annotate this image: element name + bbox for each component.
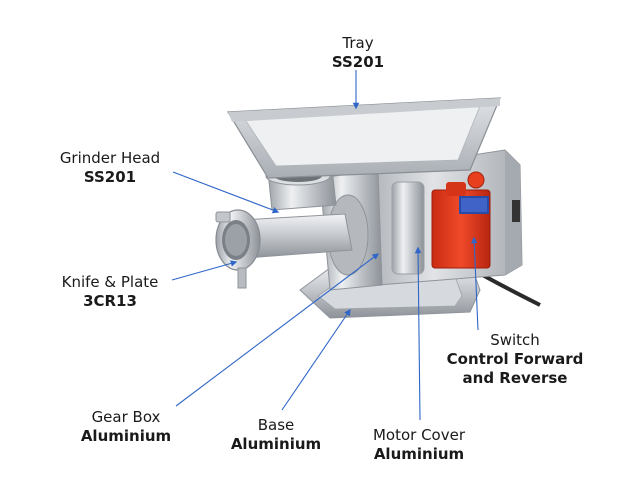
label-gear-box: Gear Box Aluminium — [76, 408, 176, 446]
label-base: Base Aluminium — [226, 416, 326, 454]
switch-box — [431, 171, 491, 269]
switch-material-line2: and Reverse — [462, 369, 568, 387]
motor-cover-name: Motor Cover — [372, 426, 466, 444]
gear-box-name: Gear Box — [91, 408, 161, 426]
leader-lines — [171, 70, 479, 421]
base-name: Base — [257, 416, 295, 434]
base-material: Aluminium — [230, 435, 322, 453]
label-grinder-head: Grinder Head SS201 — [48, 149, 172, 187]
label-tray: Tray SS201 — [318, 34, 398, 72]
label-motor-cover: Motor Cover Aluminium — [360, 426, 478, 464]
leader-gear-box — [175, 253, 380, 407]
grinder-head-material: SS201 — [83, 168, 137, 186]
leader-motor-cover — [414, 246, 422, 421]
tray-material: SS201 — [331, 53, 385, 71]
leader-grinder-head — [172, 171, 280, 214]
knife-plate-name: Knife & Plate — [61, 273, 159, 291]
tray-shape — [226, 97, 501, 179]
grinder-head-name: Grinder Head — [59, 149, 161, 167]
leader-knife-plate — [171, 260, 238, 281]
gear-box-material: Aluminium — [80, 427, 172, 445]
leader-switch — [470, 236, 479, 331]
leader-base — [281, 308, 351, 411]
tray-name: Tray — [342, 34, 374, 52]
switch-name: Switch — [490, 331, 540, 349]
switch-material-line1: Control Forward — [446, 350, 584, 368]
label-switch: Switch Control Forward and Reverse — [440, 331, 590, 388]
motor-cover-material: Aluminium — [373, 445, 465, 463]
label-knife-plate: Knife & Plate 3CR13 — [50, 273, 170, 311]
knife-plate-shape — [215, 209, 261, 289]
knife-plate-material: 3CR13 — [83, 292, 137, 310]
